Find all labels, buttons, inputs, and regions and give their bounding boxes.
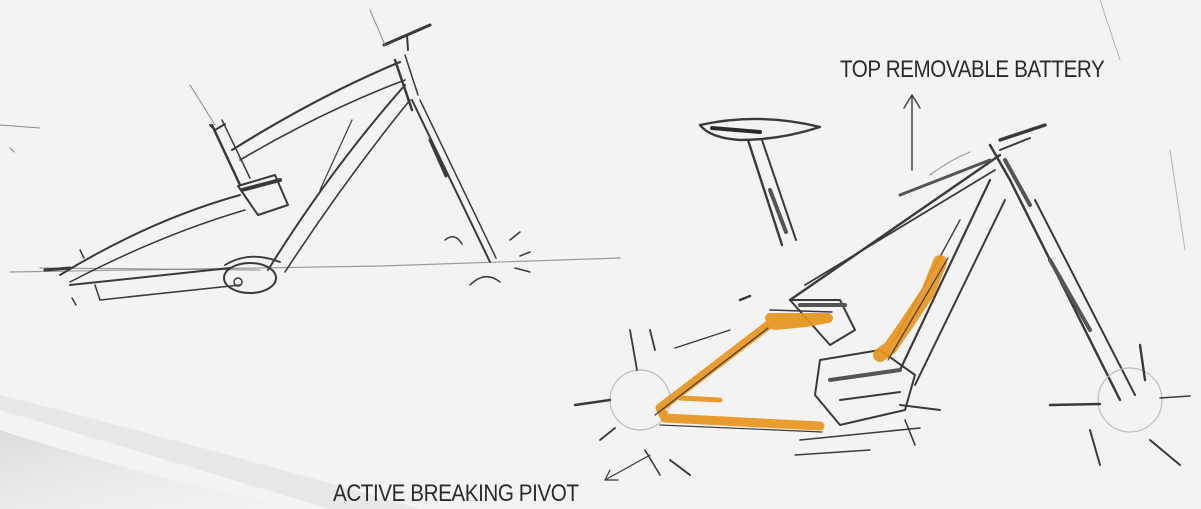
active-breaking-pivot-label: ACTIVE BREAKING PIVOT [333, 480, 579, 508]
left-frame-sketch [0, 10, 620, 305]
top-removable-battery-label: TOP REMOVABLE BATTERY [840, 56, 1104, 84]
